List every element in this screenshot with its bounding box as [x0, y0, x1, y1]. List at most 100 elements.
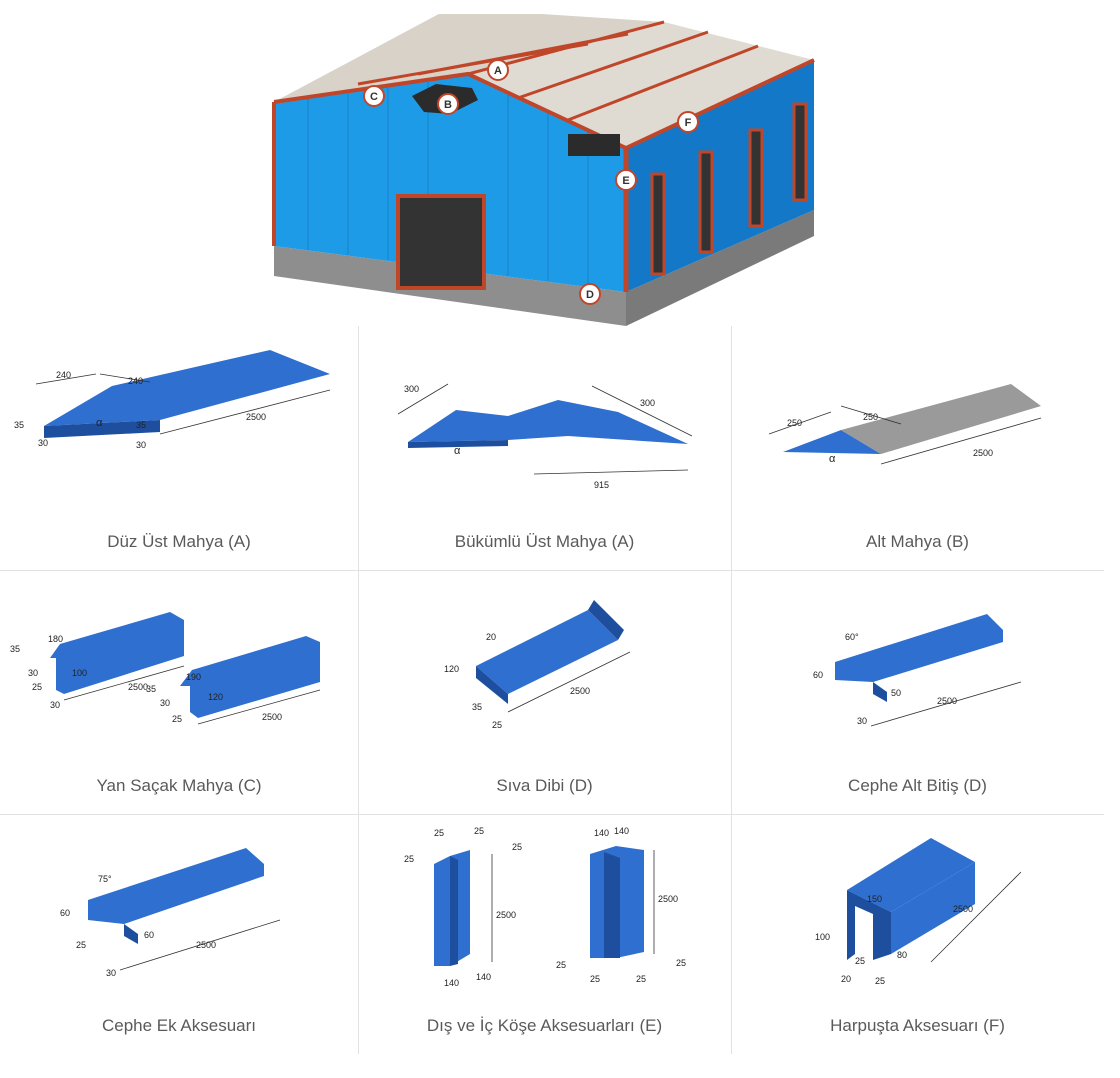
svg-text:60°: 60°: [845, 632, 859, 642]
accessory-card-duz-ust-mahya[interactable]: 240 240 35 30 35 30 2500 α Düz Üst Mahya…: [0, 326, 358, 570]
svg-text:30: 30: [106, 968, 116, 978]
svg-text:30: 30: [160, 698, 170, 708]
svg-text:25: 25: [404, 854, 414, 864]
svg-text:25: 25: [855, 956, 865, 966]
marker-f: F: [677, 111, 699, 133]
svg-text:25: 25: [556, 960, 566, 970]
svg-text:60: 60: [813, 670, 823, 680]
caption: Alt Mahya (B): [866, 532, 969, 551]
svg-text:2500: 2500: [128, 682, 148, 692]
accessory-grid: 240 240 35 30 35 30 2500 α Düz Üst Mahya…: [0, 326, 1104, 1054]
accessory-card-dis-ic-kose-aksesuarlari[interactable]: 25 25 25 25 2500 140 140 140 140 2500 25…: [358, 814, 731, 1054]
svg-text:180: 180: [48, 634, 63, 644]
svg-text:2500: 2500: [262, 712, 282, 722]
accessory-card-alt-mahya[interactable]: 250 250 2500 α Alt Mahya (B): [731, 326, 1104, 570]
svg-text:F: F: [685, 117, 692, 129]
svg-text:300: 300: [404, 384, 419, 394]
svg-text:25: 25: [434, 828, 444, 838]
svg-text:25: 25: [590, 974, 600, 984]
svg-text:C: C: [370, 91, 378, 103]
svg-text:140: 140: [594, 828, 609, 838]
svg-text:60: 60: [144, 930, 154, 940]
door: [396, 194, 486, 290]
caption: Dış ve İç Köşe Aksesuarları (E): [426, 1016, 663, 1035]
svg-text:35: 35: [14, 420, 24, 430]
svg-text:140: 140: [444, 978, 459, 988]
svg-text:25: 25: [32, 682, 42, 692]
marker-c: C: [363, 85, 385, 107]
svg-text:250: 250: [863, 412, 878, 422]
svg-text:α: α: [96, 417, 103, 429]
alt-mahya-drawing: 250 250 2500 α: [768, 384, 1042, 465]
roof-right: [468, 22, 814, 148]
svg-text:240: 240: [56, 370, 71, 380]
caption: Yan Saçak Mahya (C): [96, 776, 262, 795]
svg-text:2500: 2500: [496, 910, 516, 920]
svg-text:25: 25: [676, 958, 686, 968]
svg-text:50: 50: [891, 688, 901, 698]
svg-text:α: α: [454, 445, 461, 457]
svg-text:300: 300: [640, 398, 655, 408]
svg-text:30: 30: [857, 716, 867, 726]
svg-text:2500: 2500: [937, 696, 957, 706]
svg-text:25: 25: [875, 976, 885, 986]
svg-text:2500: 2500: [196, 940, 216, 950]
svg-text:2500: 2500: [246, 412, 266, 422]
accessory-card-cephe-alt-bitis[interactable]: 60° 60 50 30 2500 Cephe Alt Bitiş (D): [731, 570, 1104, 814]
svg-text:25: 25: [512, 842, 522, 852]
marker-b: B: [437, 93, 459, 115]
marker-a: A: [487, 59, 509, 81]
caption: Sıva Dibi (D): [496, 776, 593, 795]
dis-ic-kose-drawing: 25 25 25 25 2500 140 140 140 140 2500 25…: [404, 826, 686, 988]
front-wall: [274, 74, 626, 292]
svg-text:100: 100: [815, 932, 830, 942]
svg-text:190: 190: [186, 672, 201, 682]
svg-text:100: 100: [72, 668, 87, 678]
svg-text:α: α: [829, 453, 836, 465]
svg-text:20: 20: [486, 632, 496, 642]
svg-text:D: D: [586, 289, 594, 301]
accessory-card-bukumlu-ust-mahya[interactable]: 300 300 915 α Bükümlü Üst Mahya (A): [358, 326, 731, 570]
accessory-card-harpusta-aksesuari[interactable]: 150 100 2500 80 25 20 25 Harpuşta Aksesu…: [731, 814, 1104, 1054]
svg-text:B: B: [444, 99, 452, 111]
svg-text:30: 30: [136, 440, 146, 450]
svg-text:30: 30: [28, 668, 38, 678]
svg-text:80: 80: [897, 950, 907, 960]
svg-text:250: 250: [787, 418, 802, 428]
svg-text:2500: 2500: [658, 894, 678, 904]
svg-text:35: 35: [10, 644, 20, 654]
svg-text:25: 25: [492, 720, 502, 730]
svg-text:120: 120: [444, 664, 459, 674]
svg-text:E: E: [622, 175, 629, 187]
accessory-card-siva-dibi[interactable]: 20 120 35 25 2500 Sıva Dibi (D): [358, 570, 731, 814]
foundation-side: [626, 210, 814, 326]
svg-text:25: 25: [76, 940, 86, 950]
svg-text:2500: 2500: [570, 686, 590, 696]
caption: Düz Üst Mahya (A): [107, 532, 251, 551]
accessory-card-cephe-ek-aksesuari[interactable]: 75° 60 25 60 30 2500 Cephe Ek Aksesuarı: [0, 814, 358, 1054]
siva-dibi-drawing: 20 120 35 25 2500: [444, 600, 631, 730]
svg-text:75°: 75°: [98, 874, 112, 884]
svg-text:915: 915: [594, 480, 609, 490]
svg-text:35: 35: [136, 420, 146, 430]
side-wall: [626, 60, 814, 292]
cephe-ek-aksesuari-drawing: 75° 60 25 60 30 2500: [60, 848, 281, 978]
svg-text:60: 60: [60, 908, 70, 918]
caption: Cephe Alt Bitiş (D): [848, 776, 987, 795]
svg-text:30: 30: [38, 438, 48, 448]
svg-text:120: 120: [208, 692, 223, 702]
caption: Bükümlü Üst Mahya (A): [454, 532, 635, 551]
accessory-card-yan-sacak-mahya[interactable]: 35 180 30 100 25 30 2500 35 190 30 120 2…: [0, 570, 358, 814]
svg-text:A: A: [494, 65, 502, 77]
caption: Harpuşta Aksesuarı (F): [830, 1016, 1005, 1035]
svg-text:2500: 2500: [953, 904, 973, 914]
svg-text:20: 20: [841, 974, 851, 984]
svg-text:25: 25: [636, 974, 646, 984]
marker-e: E: [615, 169, 637, 191]
svg-text:25: 25: [474, 826, 484, 836]
building-illustration: A B C D E F: [268, 8, 820, 330]
svg-text:30: 30: [50, 700, 60, 710]
yan-sacak-mahya-drawing: 35 180 30 100 25 30 2500 35 190 30 120 2…: [10, 612, 321, 725]
cephe-alt-bitis-drawing: 60° 60 50 30 2500: [813, 614, 1022, 727]
svg-text:35: 35: [146, 684, 156, 694]
